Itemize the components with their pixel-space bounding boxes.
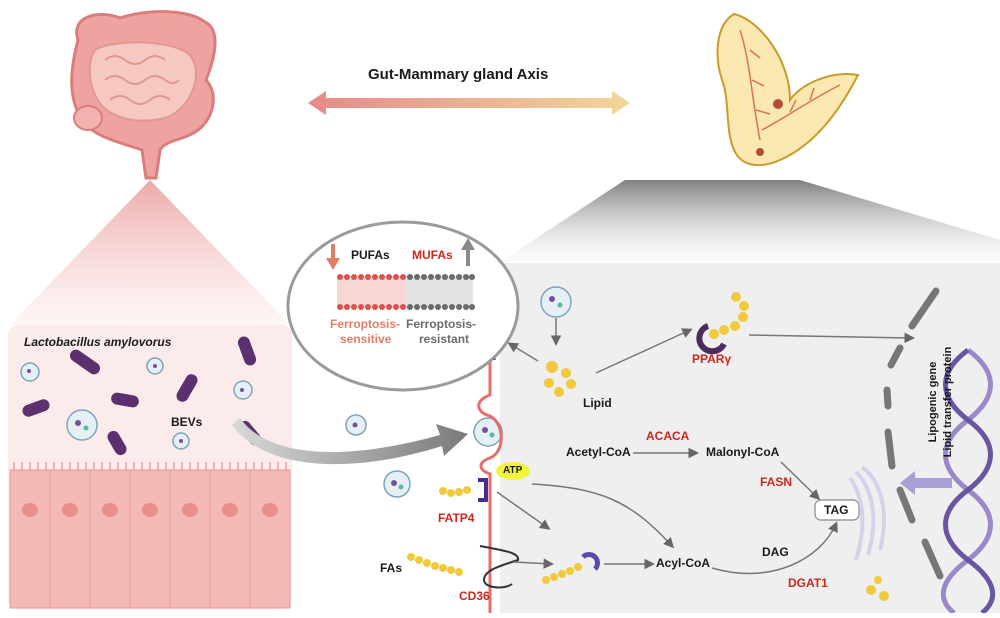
ferroptosis-resistant-line1: Ferroptosis- [406, 317, 477, 331]
cd36-transporter [479, 545, 520, 589]
projection-cone [10, 180, 290, 325]
ppar-label: PPARγ [692, 352, 732, 366]
pathway-arrows [496, 318, 915, 575]
cell-panel [500, 263, 1000, 613]
malonyl-coa-label: Malonyl-CoA [706, 445, 780, 459]
tag-label: TAG [824, 503, 849, 517]
lipogenic-gene-label: Lipogenic gene [927, 361, 939, 443]
mufa-up-arrow [461, 238, 475, 266]
dag-label: DAG [762, 545, 789, 559]
dgat1-label: DGAT1 [788, 576, 828, 590]
acetyl-coa-label: Acetyl-CoA [566, 445, 631, 459]
fa-chain [407, 553, 463, 576]
intestine-icon [70, 10, 217, 180]
transport-arrow [232, 418, 468, 465]
axis-double-arrow [308, 91, 630, 115]
acyl-enzyme [581, 552, 600, 571]
lipid-droplets [544, 361, 889, 601]
tag-box [814, 499, 860, 521]
golgi-apparatus [848, 465, 886, 561]
mufas-label: MUFAs [412, 248, 453, 262]
acyl-coa-label: Acyl-CoA [656, 556, 711, 570]
ferroptosis-sensitive-line1: Ferroptosis- [330, 317, 401, 331]
ppar-ligand-chain [709, 292, 749, 339]
bacterium-label: Lactobacillus amylovorus [24, 335, 172, 349]
fatp4-chain [439, 486, 471, 497]
lipid-transfer-label: Lipid transfer protein [942, 346, 954, 458]
lipid-label: Lipid [583, 396, 612, 410]
fas-label: FAs [380, 561, 403, 575]
acaca-label: ACACA [646, 429, 690, 443]
expression-arrow [900, 471, 952, 495]
fatp4-transporter [478, 478, 488, 502]
bevs-label: BEVs [171, 415, 203, 429]
fasn-label: FASN [760, 475, 793, 489]
microvilli [13, 462, 287, 470]
dna-helix [940, 347, 996, 615]
mammary-gland-icon [716, 12, 860, 167]
lipid-bilayer [337, 274, 475, 310]
pufa-down-arrow [326, 244, 340, 270]
cell-membrane [477, 263, 503, 613]
acyl-chain [542, 563, 582, 584]
cd36-label: CD36 [459, 589, 490, 603]
pufas-label: PUFAs [351, 248, 390, 262]
ppar-receptor [696, 323, 727, 355]
atp-badge [496, 462, 530, 480]
fatp4-label: FATP4 [438, 511, 475, 525]
ferroptosis-resistant-line2: resistant [419, 332, 470, 346]
bacteria [22, 336, 262, 456]
nuclear-envelope [883, 287, 944, 580]
vesicle-cargo [27, 296, 563, 490]
epithelial-cells [9, 469, 291, 609]
ferroptosis-sensitive-line2: sensitive [340, 332, 392, 346]
projection-shadow [500, 180, 1000, 262]
axis-title: Gut-Mammary gland Axis [368, 66, 549, 83]
atp-label: ATP [503, 465, 523, 476]
